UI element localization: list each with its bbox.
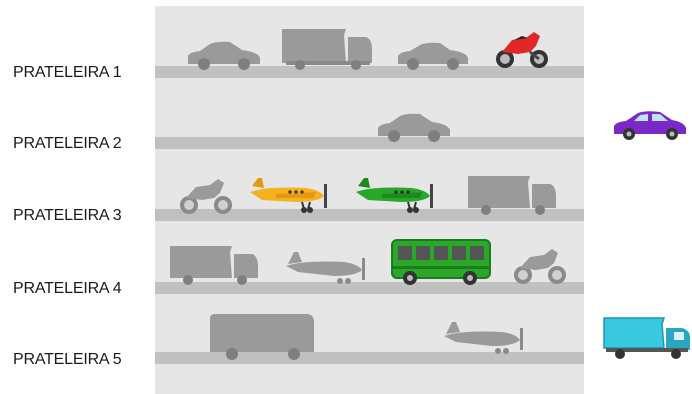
airplane-silhouette-icon bbox=[284, 248, 368, 286]
truck-silhouette-icon bbox=[282, 29, 374, 71]
car-silhouette-icon bbox=[396, 42, 470, 70]
shelf-label-3: PRATELEIRA 3 bbox=[13, 207, 121, 225]
shelf-label-4: PRATELEIRA 4 bbox=[13, 280, 121, 298]
truck-cyan-icon bbox=[604, 316, 692, 360]
motorcycle-silhouette-icon bbox=[178, 178, 234, 216]
car-purple-icon bbox=[612, 110, 688, 142]
bus-silhouette-icon bbox=[208, 314, 316, 360]
shelf-2-board bbox=[155, 137, 584, 149]
shelf-label-1: PRATELEIRA 1 bbox=[13, 64, 121, 82]
shelf-label-5: PRATELEIRA 5 bbox=[13, 351, 121, 369]
car-silhouette-icon bbox=[376, 112, 452, 142]
motorcycle-red-icon bbox=[494, 30, 550, 70]
truck-silhouette-icon bbox=[468, 176, 558, 216]
airplane-silhouette-icon bbox=[442, 318, 526, 356]
airplane-yellow-icon bbox=[246, 176, 332, 216]
bus-green-icon bbox=[390, 238, 494, 286]
car-silhouette-icon bbox=[186, 40, 262, 70]
motorcycle-silhouette-icon bbox=[512, 248, 568, 286]
airplane-green-icon bbox=[352, 176, 438, 216]
truck-silhouette-icon bbox=[170, 246, 260, 286]
shelf-label-2: PRATELEIRA 2 bbox=[13, 135, 121, 153]
